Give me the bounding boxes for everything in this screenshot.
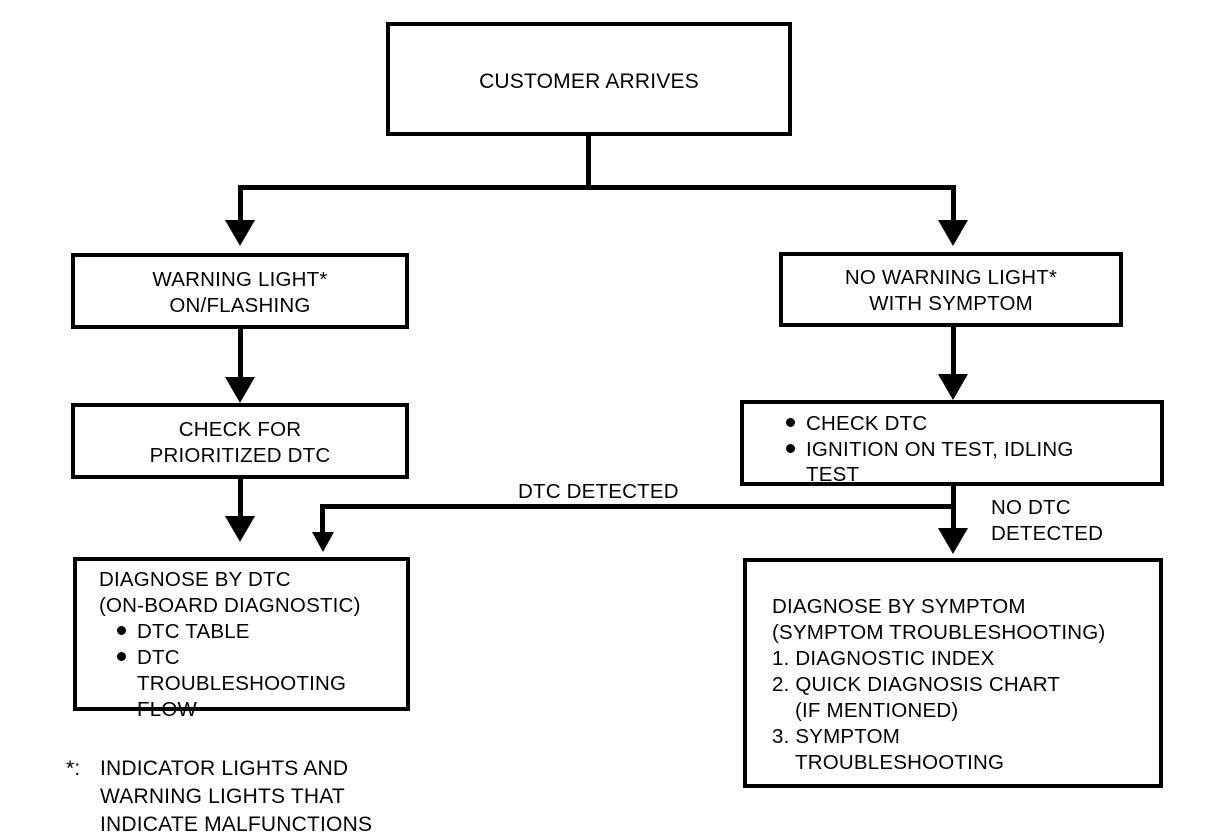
bullet-dot-icon: [786, 437, 806, 464]
node-diagnose-by-dtc-line1: DIAGNOSE BY DTC: [99, 568, 291, 591]
connector-split-right-drop: [951, 185, 956, 222]
connector-split-left-drop: [238, 185, 243, 222]
connector-check-to-diagnose-dtc: [238, 479, 243, 519]
node-diagnose-by-symptom-line2: (SYMPTOM TROUBLESHOOTING): [772, 621, 1106, 644]
edge-label-dtc-detected: DTC DETECTED: [518, 480, 679, 503]
footnote-line3: INDICATE MALFUNCTIONS: [100, 813, 373, 836]
arrow-to-diagnose-by-symptom: [938, 528, 968, 554]
node-no-warning-light-line2: WITH SYMPTOM: [869, 292, 1033, 315]
node-check-prioritized-dtc-line1: CHECK FOR: [178, 418, 302, 441]
node-warning-light: WARNING LIGHT* ON/FLASHING: [71, 253, 409, 329]
node-diagnose-by-symptom-line1: DIAGNOSE BY SYMPTOM: [772, 595, 1026, 618]
arrow-to-check-prioritized-dtc: [225, 377, 255, 403]
node-diagnose-by-symptom-item1: 1. DIAGNOSTIC INDEX: [772, 647, 995, 670]
node-check-dtc-tests: CHECK DTC IGNITION ON TEST, IDLING TEST: [740, 400, 1164, 486]
arrow-dtc-detected-into-diagnose: [312, 532, 334, 552]
footnote-line2: WARNING LIGHTS THAT: [100, 785, 345, 808]
node-diagnose-by-symptom-item3: 3. SYMPTOM: [772, 725, 901, 748]
connector-no-dtc-detected-down: [951, 504, 956, 530]
node-check-dtc-tests-bullet1: CHECK DTC: [786, 411, 927, 438]
node-check-dtc-tests-bullet2: IGNITION ON TEST, IDLING: [786, 437, 1074, 464]
connector-dtc-detected-drop: [320, 504, 325, 534]
node-diagnose-by-symptom-item2: 2. QUICK DIAGNOSIS CHART: [772, 673, 1061, 696]
connector-customer-to-split: [586, 136, 591, 189]
connector-no-dtc-stub: [951, 486, 956, 506]
node-check-dtc-tests-continuation: TEST: [806, 463, 860, 486]
arrow-to-diagnose-by-dtc: [225, 516, 255, 542]
connector-warning-to-check: [238, 329, 243, 379]
bullet-dot-icon: [117, 619, 137, 646]
node-diagnose-by-symptom: DIAGNOSE BY SYMPTOM (SYMPTOM TROUBLESHOO…: [743, 558, 1163, 788]
footnote-line1: INDICATOR LIGHTS AND: [100, 757, 349, 780]
node-diagnose-by-dtc-bullet2: DTC: [117, 645, 180, 672]
edge-label-no-dtc-detected-line1: NO DTC: [991, 496, 1071, 519]
connector-dtc-detected-horizontal: [320, 504, 954, 509]
connector-no-warning-to-check-dtc: [951, 327, 956, 375]
node-warning-light-line2: ON/FLASHING: [169, 294, 311, 317]
node-diagnose-by-symptom-item3-cont: TROUBLESHOOTING: [795, 751, 1005, 774]
node-diagnose-by-dtc-bullet2-cont1: TROUBLESHOOTING: [137, 672, 347, 695]
node-diagnose-by-dtc-bullet2-cont2: FLOW: [137, 698, 198, 721]
bullet-dot-icon: [786, 411, 806, 438]
arrow-to-check-dtc-tests: [938, 374, 968, 400]
node-check-prioritized-dtc-line2: PRIORITIZED DTC: [149, 444, 331, 467]
node-no-warning-light-line1: NO WARNING LIGHT*: [844, 266, 1058, 289]
node-diagnose-by-dtc-line2: (ON-BOARD DIAGNOSTIC): [99, 594, 361, 617]
edge-label-no-dtc-detected-line2: DETECTED: [991, 522, 1104, 545]
node-diagnose-by-dtc-bullet1: DTC TABLE: [117, 619, 250, 646]
arrow-to-no-warning-light: [938, 220, 968, 246]
bullet-dot-icon: [117, 645, 137, 672]
node-diagnose-by-dtc: DIAGNOSE BY DTC (ON-BOARD DIAGNOSTIC) DT…: [73, 557, 410, 721]
node-no-warning-light: NO WARNING LIGHT* WITH SYMPTOM: [779, 252, 1123, 327]
node-warning-light-line1: WARNING LIGHT*: [152, 268, 328, 291]
node-diagnose-by-symptom-item2-cont: (IF MENTIONED): [795, 699, 959, 722]
footnote-marker: *:: [66, 757, 81, 780]
node-customer-arrives-label: CUSTOMER ARRIVES: [479, 70, 699, 93]
node-customer-arrives: CUSTOMER ARRIVES: [386, 22, 792, 136]
node-check-prioritized-dtc: CHECK FOR PRIORITIZED DTC: [71, 403, 409, 479]
arrow-to-warning-light: [225, 220, 255, 246]
connector-split-bar: [238, 185, 956, 190]
